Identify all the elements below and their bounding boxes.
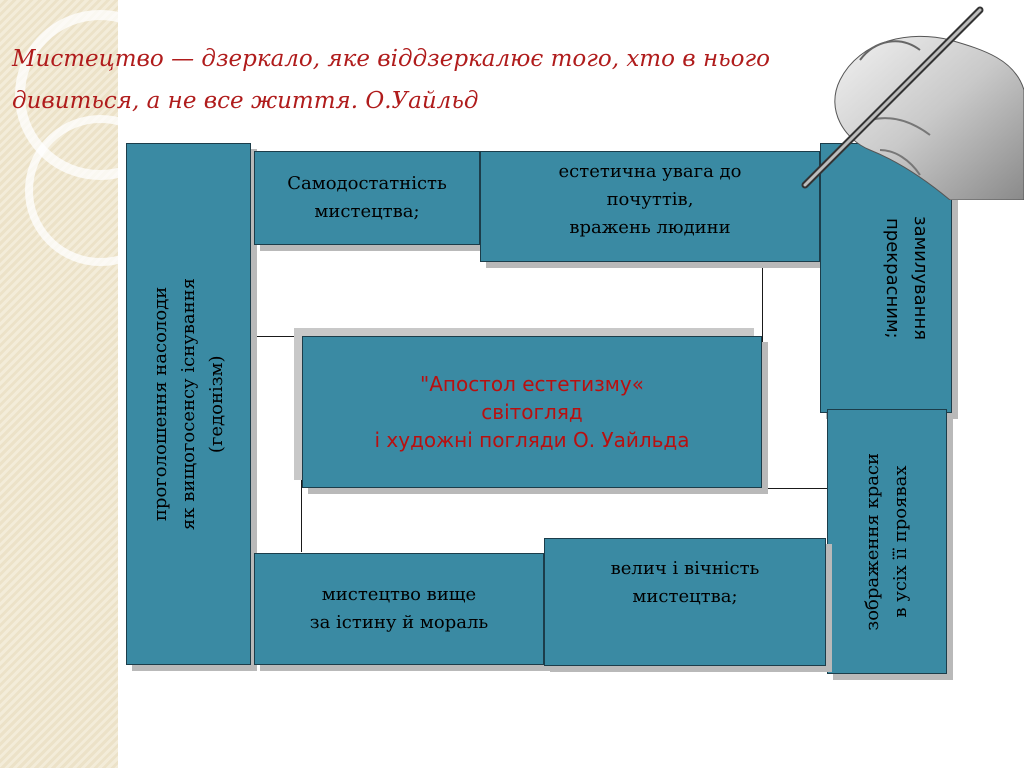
aesthetic-attention-text: естетична увага до почуттів, вражень люд…: [558, 160, 742, 238]
hedonism-box: проголошення насолоди як вищогосенсу існ…: [126, 143, 251, 665]
center-box-text: "Апостол естетизму« світогляд і художні …: [374, 372, 690, 452]
hedonism-text: проголошення насолоди як вищогосенсу існ…: [149, 277, 227, 531]
connector-line: [250, 336, 302, 337]
connector-line: [762, 488, 828, 489]
greatness-box: велич і вічність мистецтва;: [544, 538, 826, 666]
self-sufficiency-box: Самодостатність мистецтва;: [254, 151, 480, 245]
beauty-depiction-text: зображення краси в усіх її проявах: [862, 452, 911, 631]
connector-line: [301, 336, 302, 552]
center-box: "Апостол естетизму« світогляд і художні …: [302, 336, 762, 488]
art-above-box: мистецтво вище за істину й мораль: [254, 553, 544, 665]
admiration-box: замилування прекрасним;: [820, 143, 952, 413]
quote-line-1: Мистецтво — дзеркало, яке віддзеркалює т…: [12, 46, 770, 72]
quote-line-2: дивиться, а не все життя. О.Уайльд: [12, 88, 479, 114]
greatness-text: велич і вічність мистецтва;: [610, 558, 760, 607]
quote-title: Мистецтво — дзеркало, яке віддзеркалює т…: [12, 38, 802, 122]
self-sufficiency-text: Самодостатність мистецтва;: [287, 173, 447, 222]
hand-with-pen-illustration: [801, 6, 1024, 200]
art-above-text: мистецтво вище за істину й мораль: [309, 584, 489, 633]
connector-line: [762, 262, 763, 352]
admiration-text: замилування прекрасним;: [882, 215, 931, 341]
beauty-depiction-box: зображення краси в усіх її проявах: [827, 409, 947, 674]
aesthetic-attention-box: естетична увага до почуттів, вражень люд…: [480, 151, 820, 262]
